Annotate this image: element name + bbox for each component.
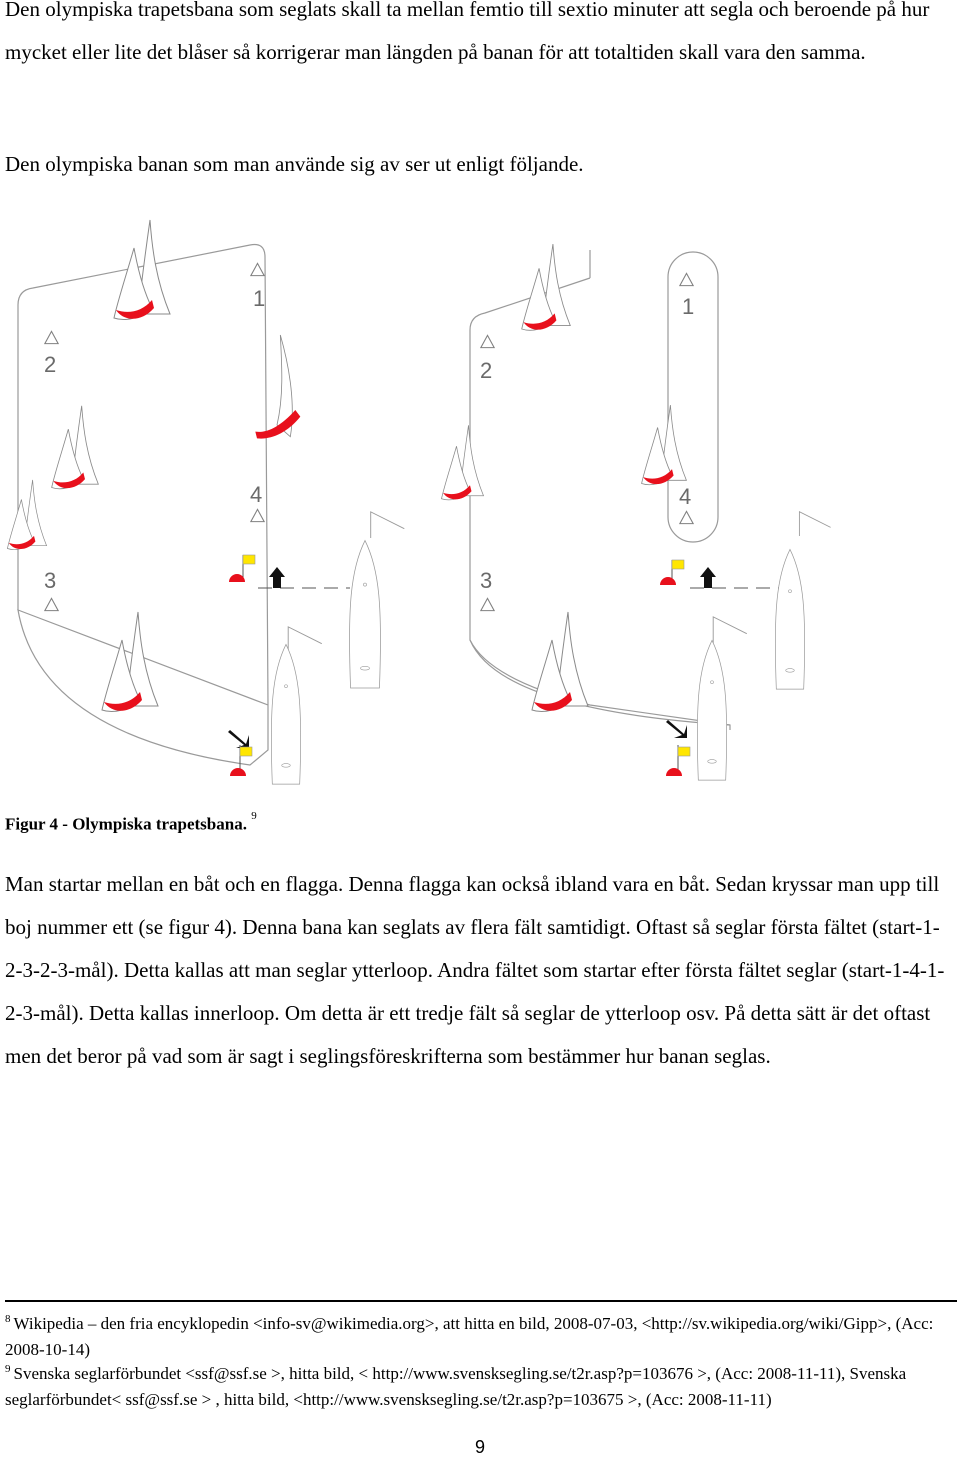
figure-caption: Figur 4 - Olympiska trapetsbana. 9 [5,810,257,835]
flag-icon [798,511,832,536]
inner-course-right: 1 2 4 3 [441,243,832,781]
finish-buoy-icon [230,745,253,776]
course-diagram: 1 2 4 3 1 [6,219,832,785]
mark-label-1: 1 [253,286,265,311]
mark-icon [679,272,694,287]
footnote-number: 8 [5,1313,11,1325]
finish-buoy-icon [666,745,691,776]
footnote-text: Svenska seglarförbundet <ssf@ssf.se >, h… [5,1364,907,1409]
mark-icon [250,508,265,523]
committee-boat-icon [270,644,302,785]
flag-icon [287,626,323,653]
committee-boat-icon [696,640,728,781]
outer-course-left: 1 2 4 3 [6,219,405,785]
start-buoy-icon [229,554,256,582]
footnote-ref: 9 [251,810,257,822]
sailboat-icon [6,479,48,550]
mark-icon [44,330,59,345]
footnote-number: 9 [5,1363,11,1375]
intro-paragraph-2: Den olympiska banan som man använde sig … [5,152,584,176]
mark-label-3: 3 [44,568,56,593]
finish-arrow-icon [228,730,249,748]
sailboat-icon [641,404,687,486]
mark-label-4: 4 [250,482,262,507]
sailboat-icon [101,611,159,713]
mark-label-3: 3 [480,568,492,593]
wind-arrow-icon [269,567,285,588]
sailboat-icon [254,334,301,440]
footnote-divider [5,1300,957,1302]
sailboat-icon [441,424,484,501]
committee-boat-icon [774,548,806,690]
mark-icon [250,262,265,277]
committee-boat-icon [349,540,381,689]
mark-icon [480,334,495,349]
figure-caption-text: Figur 4 - Olympiska trapetsbana. [5,814,247,834]
mark-label-4: 4 [679,484,691,509]
intro-paragraph: Den olympiska trapetsbana som seglats sk… [5,0,930,64]
mark-label-2: 2 [44,352,56,377]
start-buoy-icon [660,559,685,585]
sailboat-icon [51,405,99,490]
flag-icon [370,511,405,538]
page-number: 9 [474,1437,485,1457]
sailboat-icon [531,611,589,713]
mark-label-1: 1 [682,294,694,319]
flag-icon [712,616,748,643]
mark-icon [679,510,694,525]
body-paragraph: Man startar mellan en båt och en flagga.… [5,872,945,1068]
footnote-text: Wikipedia – den fria encyklopedin <info-… [5,1314,934,1359]
finish-arrow-icon [666,720,687,738]
mark-icon [480,597,495,612]
mark-label-2: 2 [480,358,492,383]
mark-icon [44,597,59,612]
wind-arrow-icon [700,567,716,588]
